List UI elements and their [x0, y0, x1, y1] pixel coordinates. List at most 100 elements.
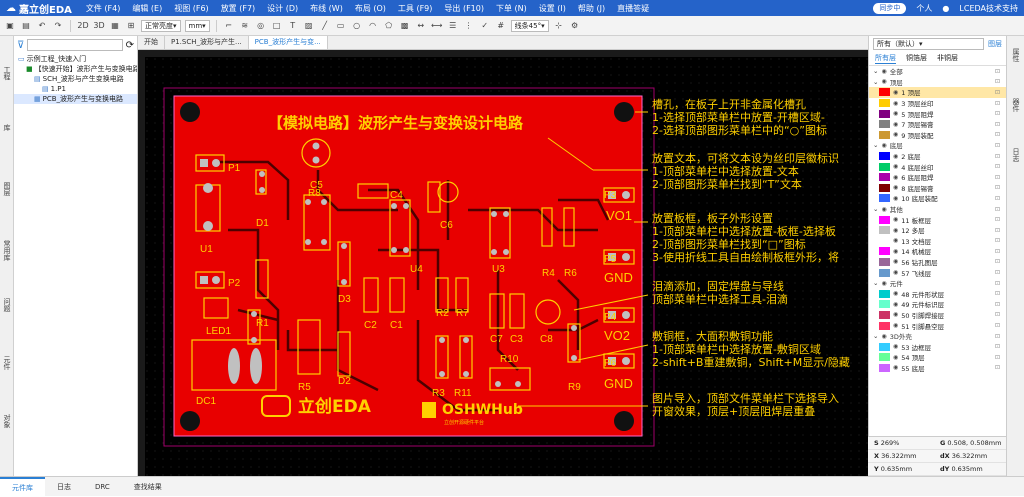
lock-icon[interactable]: ⊡	[994, 279, 1000, 287]
bus-icon[interactable]: ≋	[241, 21, 249, 30]
layer-row[interactable]: ◉8 底层锡膏⊡	[869, 183, 1006, 194]
component-label[interactable]: R11	[454, 388, 472, 399]
layer-row[interactable]: ⌄◉其他⊡	[869, 204, 1006, 215]
eye-icon[interactable]: ◉	[893, 194, 899, 202]
eye-icon[interactable]: ◉	[893, 353, 899, 361]
lock-icon[interactable]: ⊡	[994, 152, 1000, 160]
eye-icon[interactable]: ◉	[893, 269, 899, 277]
left-tab[interactable]: 库	[3, 124, 11, 131]
line-icon[interactable]: ╱	[322, 21, 328, 30]
eye-icon[interactable]: ◉	[893, 290, 899, 298]
lock-icon[interactable]: ⊡	[994, 67, 1000, 75]
lock-icon[interactable]: ⊡	[994, 141, 1000, 149]
component-label[interactable]: DC1	[196, 396, 216, 407]
bottom-tab[interactable]: 查找结果	[133, 482, 162, 491]
lock-icon[interactable]: ⊡	[994, 205, 1000, 213]
layer-row[interactable]: ⌄◉底层⊡	[869, 140, 1006, 151]
left-tab[interactable]: 问题	[3, 298, 11, 312]
eye-icon[interactable]: ◉	[893, 216, 899, 224]
component-label[interactable]: R10	[500, 354, 519, 365]
layer-color-swatch[interactable]	[879, 353, 890, 362]
layer-color-swatch[interactable]	[879, 130, 890, 139]
layer-row[interactable]: ◉6 底层阻焊⊡	[869, 172, 1006, 183]
lock-icon[interactable]: ⊡	[994, 99, 1000, 107]
layer-color-swatch[interactable]	[879, 310, 890, 319]
layer-color-swatch[interactable]	[879, 152, 890, 161]
lock-icon[interactable]: ⊡	[994, 332, 1000, 340]
eye-icon[interactable]: ◉	[893, 322, 899, 330]
user-avatar-icon[interactable]: ●	[942, 3, 950, 13]
menu-item[interactable]: 文件 (F4)	[85, 3, 121, 13]
view-2d-button[interactable]: 2D	[77, 21, 89, 30]
lock-icon[interactable]: ⊡	[994, 163, 1000, 171]
polygon-icon[interactable]: ⬠	[385, 21, 393, 30]
chevron-down-icon[interactable]: ⌄	[873, 205, 879, 214]
pad-icon[interactable]: □	[272, 21, 281, 30]
chevron-down-icon[interactable]: ⌄	[873, 332, 879, 341]
eye-icon[interactable]: ◉	[881, 332, 887, 340]
component-label[interactable]: C1	[390, 320, 403, 331]
eye-icon[interactable]: ◉	[881, 78, 887, 86]
bottom-tab[interactable]: 日志	[57, 482, 71, 491]
undo-icon[interactable]: ↶	[38, 21, 46, 30]
lock-icon[interactable]: ⊡	[994, 322, 1000, 330]
component-label[interactable]: R7	[456, 308, 469, 319]
layer-row[interactable]: ◉5 顶层阻焊⊡	[869, 108, 1006, 119]
layer-row[interactable]: ◉55 底层⊡	[869, 363, 1006, 374]
bottom-tab[interactable]: 元件库	[0, 476, 45, 497]
component-label[interactable]: P4	[604, 312, 617, 323]
eye-icon[interactable]: ◉	[893, 173, 899, 181]
user-name[interactable]: LCEDA技术支持	[959, 3, 1018, 13]
component-label[interactable]: R2	[436, 308, 449, 319]
component-label[interactable]: U1	[200, 244, 213, 255]
eye-icon[interactable]: ◉	[893, 343, 899, 351]
drc-icon[interactable]: ✓	[481, 21, 489, 30]
component-label[interactable]: R3	[432, 388, 445, 399]
eye-icon[interactable]: ◉	[893, 184, 899, 192]
layer-color-swatch[interactable]	[879, 342, 890, 351]
component-label[interactable]: C5	[310, 180, 323, 191]
via-icon[interactable]: ◎	[257, 21, 265, 30]
layer-color-swatch[interactable]	[879, 109, 890, 118]
component-label[interactable]: C7	[490, 334, 503, 345]
component-label[interactable]: R1	[256, 318, 269, 329]
lock-icon[interactable]: ⊡	[994, 269, 1000, 277]
personal-menu[interactable]: 个人	[916, 3, 933, 13]
layer-color-swatch[interactable]	[879, 268, 890, 277]
pcb-drawing[interactable]: P1C5R8C4C6P3VO1D1U1U4U3R4R6P5GNDP2D3C2C1…	[138, 50, 868, 476]
layer-row[interactable]: ◉10 底层装配⊡	[869, 193, 1006, 204]
layer-color-swatch[interactable]	[879, 257, 890, 266]
lock-icon[interactable]: ⊡	[994, 173, 1000, 181]
refresh-icon[interactable]: ⟳	[125, 39, 134, 51]
layer-row[interactable]: ⌄◉顶层⊡	[869, 77, 1006, 88]
layer-subtab[interactable]: 铜箔层	[906, 54, 927, 62]
menu-item[interactable]: 布局 (O)	[354, 3, 386, 13]
lock-icon[interactable]: ⊡	[994, 353, 1000, 361]
layer-row[interactable]: ◉51 引脚悬空层⊡	[869, 320, 1006, 331]
eye-icon[interactable]: ◉	[893, 152, 899, 160]
component-label[interactable]: P1	[228, 163, 241, 174]
layers-tab[interactable]: 图层	[988, 40, 1002, 48]
eye-icon[interactable]: ◉	[893, 131, 899, 139]
menu-item[interactable]: 布线 (W)	[310, 3, 343, 13]
tree-item[interactable]: ▤1.P1	[14, 84, 137, 94]
menu-item[interactable]: 下单 (N)	[495, 3, 527, 13]
lock-icon[interactable]: ⊡	[994, 300, 1000, 308]
eye-icon[interactable]: ◉	[893, 110, 899, 118]
component-label[interactable]: P2	[228, 278, 241, 289]
layer-color-swatch[interactable]	[879, 226, 890, 235]
doc-tab[interactable]: PCB_波形产生与变...	[248, 36, 328, 49]
component-label[interactable]: C8	[540, 334, 553, 345]
layer-row[interactable]: ◉11 板框层⊡	[869, 214, 1006, 225]
lock-icon[interactable]: ⊡	[994, 290, 1000, 298]
layer-row[interactable]: ◉3 顶层丝印⊡	[869, 98, 1006, 109]
align-icon[interactable]: ☰	[449, 21, 457, 30]
lock-icon[interactable]: ⊡	[994, 343, 1000, 351]
left-tab[interactable]: 工程	[3, 66, 11, 80]
redo-icon[interactable]: ↷	[54, 21, 62, 30]
component-label[interactable]: LED1	[206, 326, 231, 337]
component-label[interactable]: GND	[604, 270, 633, 285]
layer-color-swatch[interactable]	[879, 88, 890, 97]
bottom-tab[interactable]: DRC	[95, 482, 110, 491]
